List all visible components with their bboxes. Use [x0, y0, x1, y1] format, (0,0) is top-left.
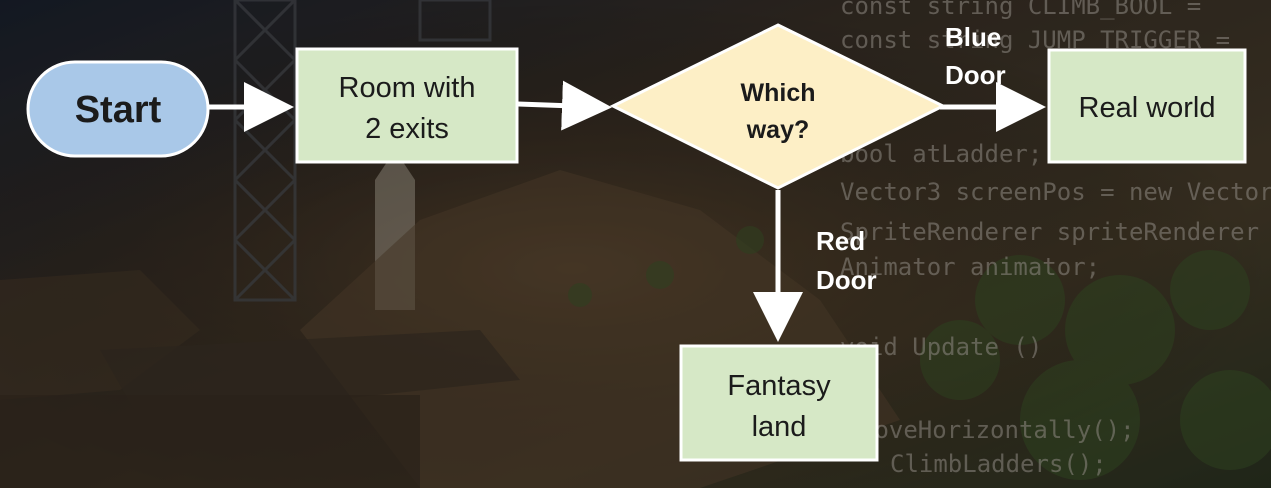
blue-door-label-line2: Door	[945, 60, 1006, 90]
background-code: const string CLIMB_BOOL = const string J…	[840, 0, 1271, 478]
start-node: Start	[26, 60, 210, 158]
real-world-node: Real world	[1047, 48, 1247, 164]
code-line: MoveHorizontally();	[860, 416, 1135, 444]
blue-door-label-line1: Blue	[945, 22, 1001, 52]
code-line: Vector3 screenPos = new Vector	[840, 178, 1271, 206]
decision-node: Which way?	[609, 23, 947, 190]
real-world-label: Real world	[1079, 92, 1216, 124]
code-line: ClimbLadders();	[890, 450, 1107, 478]
room-label-line1: Room with	[339, 72, 476, 104]
red-door-label-line2: Door	[816, 265, 877, 295]
red-door-label-line1: Red	[816, 226, 865, 256]
room-label-line2: 2 exits	[365, 113, 449, 145]
code-line: bool atLadder;	[840, 140, 1042, 168]
fantasy-node: Fantasy land	[679, 344, 879, 462]
decision-label-line1: Which	[741, 79, 816, 107]
start-label: Start	[75, 89, 162, 131]
blue-door-label: Blue Door	[945, 22, 1006, 90]
room-node: Room with 2 exits	[295, 47, 519, 164]
trees-image	[568, 226, 1271, 480]
code-line: SpriteRenderer spriteRenderer	[840, 218, 1259, 246]
decision-label-line2: way?	[746, 116, 810, 144]
fantasy-label-line2: land	[752, 411, 807, 443]
code-line: Animator animator;	[840, 253, 1100, 281]
arrow-room-to-decision	[517, 80, 612, 131]
red-door-label: Red Door	[816, 226, 877, 295]
code-line: const string CLIMB_BOOL =	[840, 0, 1201, 20]
edges	[208, 80, 1046, 342]
fantasy-label-line1: Fantasy	[727, 370, 831, 402]
